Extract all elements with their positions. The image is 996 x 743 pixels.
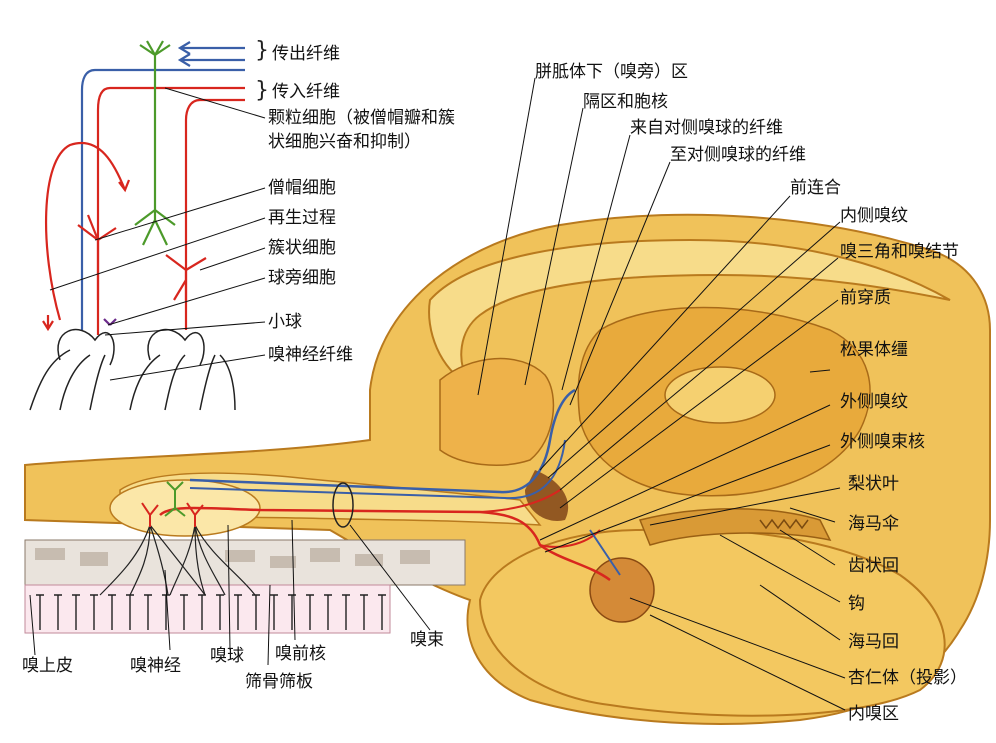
brain-section xyxy=(24,213,991,725)
inset-regeneration-arrow xyxy=(42,315,54,332)
label-anterior-commissure: 前连合 xyxy=(790,178,841,198)
inset-mitral-cell-left xyxy=(77,214,117,300)
label-subcallosal-area: 胼胝体下（嗅旁）区 xyxy=(535,62,688,82)
inset-efferent-fiber xyxy=(80,68,245,330)
label-lateral-olfactory-stria: 外侧嗅纹 xyxy=(840,392,908,412)
inset-afferent-fiber-2 xyxy=(184,98,245,330)
afferent-brace: } xyxy=(255,78,269,103)
olfactory-tract-marker xyxy=(332,482,354,528)
inset-glomeruli xyxy=(29,329,236,411)
olfactory-epithelium-layer xyxy=(24,584,391,634)
receptor-cells xyxy=(36,594,386,630)
inset-efferent-arrow-1 xyxy=(177,41,245,55)
label-dentate-gyrus: 齿状回 xyxy=(848,556,899,576)
afferent-fiber-tract xyxy=(159,506,611,582)
olfactory-bulb-region xyxy=(24,472,542,634)
olfactory-nerve-bundles xyxy=(99,524,256,596)
label-tufted-cells: 簇状细胞 xyxy=(268,238,336,258)
bulb-granule-cell xyxy=(164,481,186,517)
efferent-fiber-tract xyxy=(189,388,576,494)
label-medial-olfactory-stria: 内侧嗅纹 xyxy=(840,206,908,226)
label-granule-cells-2: 状细胞兴奋和抑制） xyxy=(268,132,421,152)
pathway-fibers xyxy=(141,388,621,582)
inset-mitral-cell-right xyxy=(165,254,207,301)
inset-efferent-arrow-2 xyxy=(177,53,245,67)
label-olfactory-nerve: 嗅神经 xyxy=(130,656,181,676)
label-granule-cells-1: 颗粒细胞（被僧帽瓣和簇 xyxy=(268,108,455,128)
afferent-branch xyxy=(479,489,561,513)
bulb-mitral-cells xyxy=(141,502,204,527)
efferent-brace: } xyxy=(255,38,269,63)
anterior-perforated-area xyxy=(525,470,569,521)
leader-lines xyxy=(29,77,846,711)
label-olfactory-trigone: 嗅三角和嗅结节 xyxy=(840,242,959,262)
label-regeneration: 再生过程 xyxy=(268,208,336,228)
label-fibers-to-contralateral: 至对侧嗅球的纤维 xyxy=(670,145,806,165)
amygdala-projection xyxy=(589,557,655,623)
label-fibers-from-contralateral: 来自对侧嗅球的纤维 xyxy=(630,118,783,138)
label-piriform-lobe: 梨状叶 xyxy=(848,474,899,494)
pineal-region xyxy=(664,366,776,424)
label-lateral-tract-nucleus: 外侧嗅束核 xyxy=(840,432,925,452)
subcallosal-region xyxy=(439,357,555,466)
label-parahippocampal-gyrus: 海马回 xyxy=(848,632,899,652)
inset-granule-cell xyxy=(134,40,176,246)
label-anterior-perforated: 前穿质 xyxy=(840,288,891,308)
label-entorhinal-area: 内嗅区 xyxy=(848,704,899,724)
dentate-teeth xyxy=(759,518,809,530)
inset-regeneration-loop xyxy=(44,142,131,321)
afferent-branch-lateral xyxy=(539,529,601,548)
label-olfactory-bulb: 嗅球 xyxy=(210,646,244,666)
label-uncus: 钩 xyxy=(848,594,865,614)
label-glomerulus: 小球 xyxy=(268,312,302,332)
label-amygdala: 杏仁体（投影） xyxy=(848,668,967,688)
label-fimbria: 海马伞 xyxy=(848,514,899,534)
label-pineal-stalk: 松果体缰 xyxy=(840,340,908,360)
label-ethmoid-plate: 筛骨筛板 xyxy=(245,672,313,692)
label-septal-nuclei: 隔区和胞核 xyxy=(583,92,668,112)
inset-afferent-fiber xyxy=(96,86,245,335)
label-olfactory-tract: 嗅束 xyxy=(410,630,444,650)
bone-pattern xyxy=(35,548,430,568)
efferent-fiber-tract-2 xyxy=(189,439,566,500)
label-anterior-olfactory-nucleus: 嗅前核 xyxy=(275,644,326,664)
inset-microcircuit xyxy=(29,40,245,411)
label-periglomerular-cells: 球旁细胞 xyxy=(268,268,336,288)
label-olfactory-nerve-fibers: 嗅神经纤维 xyxy=(268,345,353,365)
label-olfactory-epithelium: 嗅上皮 xyxy=(22,656,73,676)
label-afferent-fibers: 传入纤维 xyxy=(272,82,340,102)
label-efferent-fibers: 传出纤维 xyxy=(272,44,340,64)
label-mitral-cells: 僧帽细胞 xyxy=(268,178,336,198)
